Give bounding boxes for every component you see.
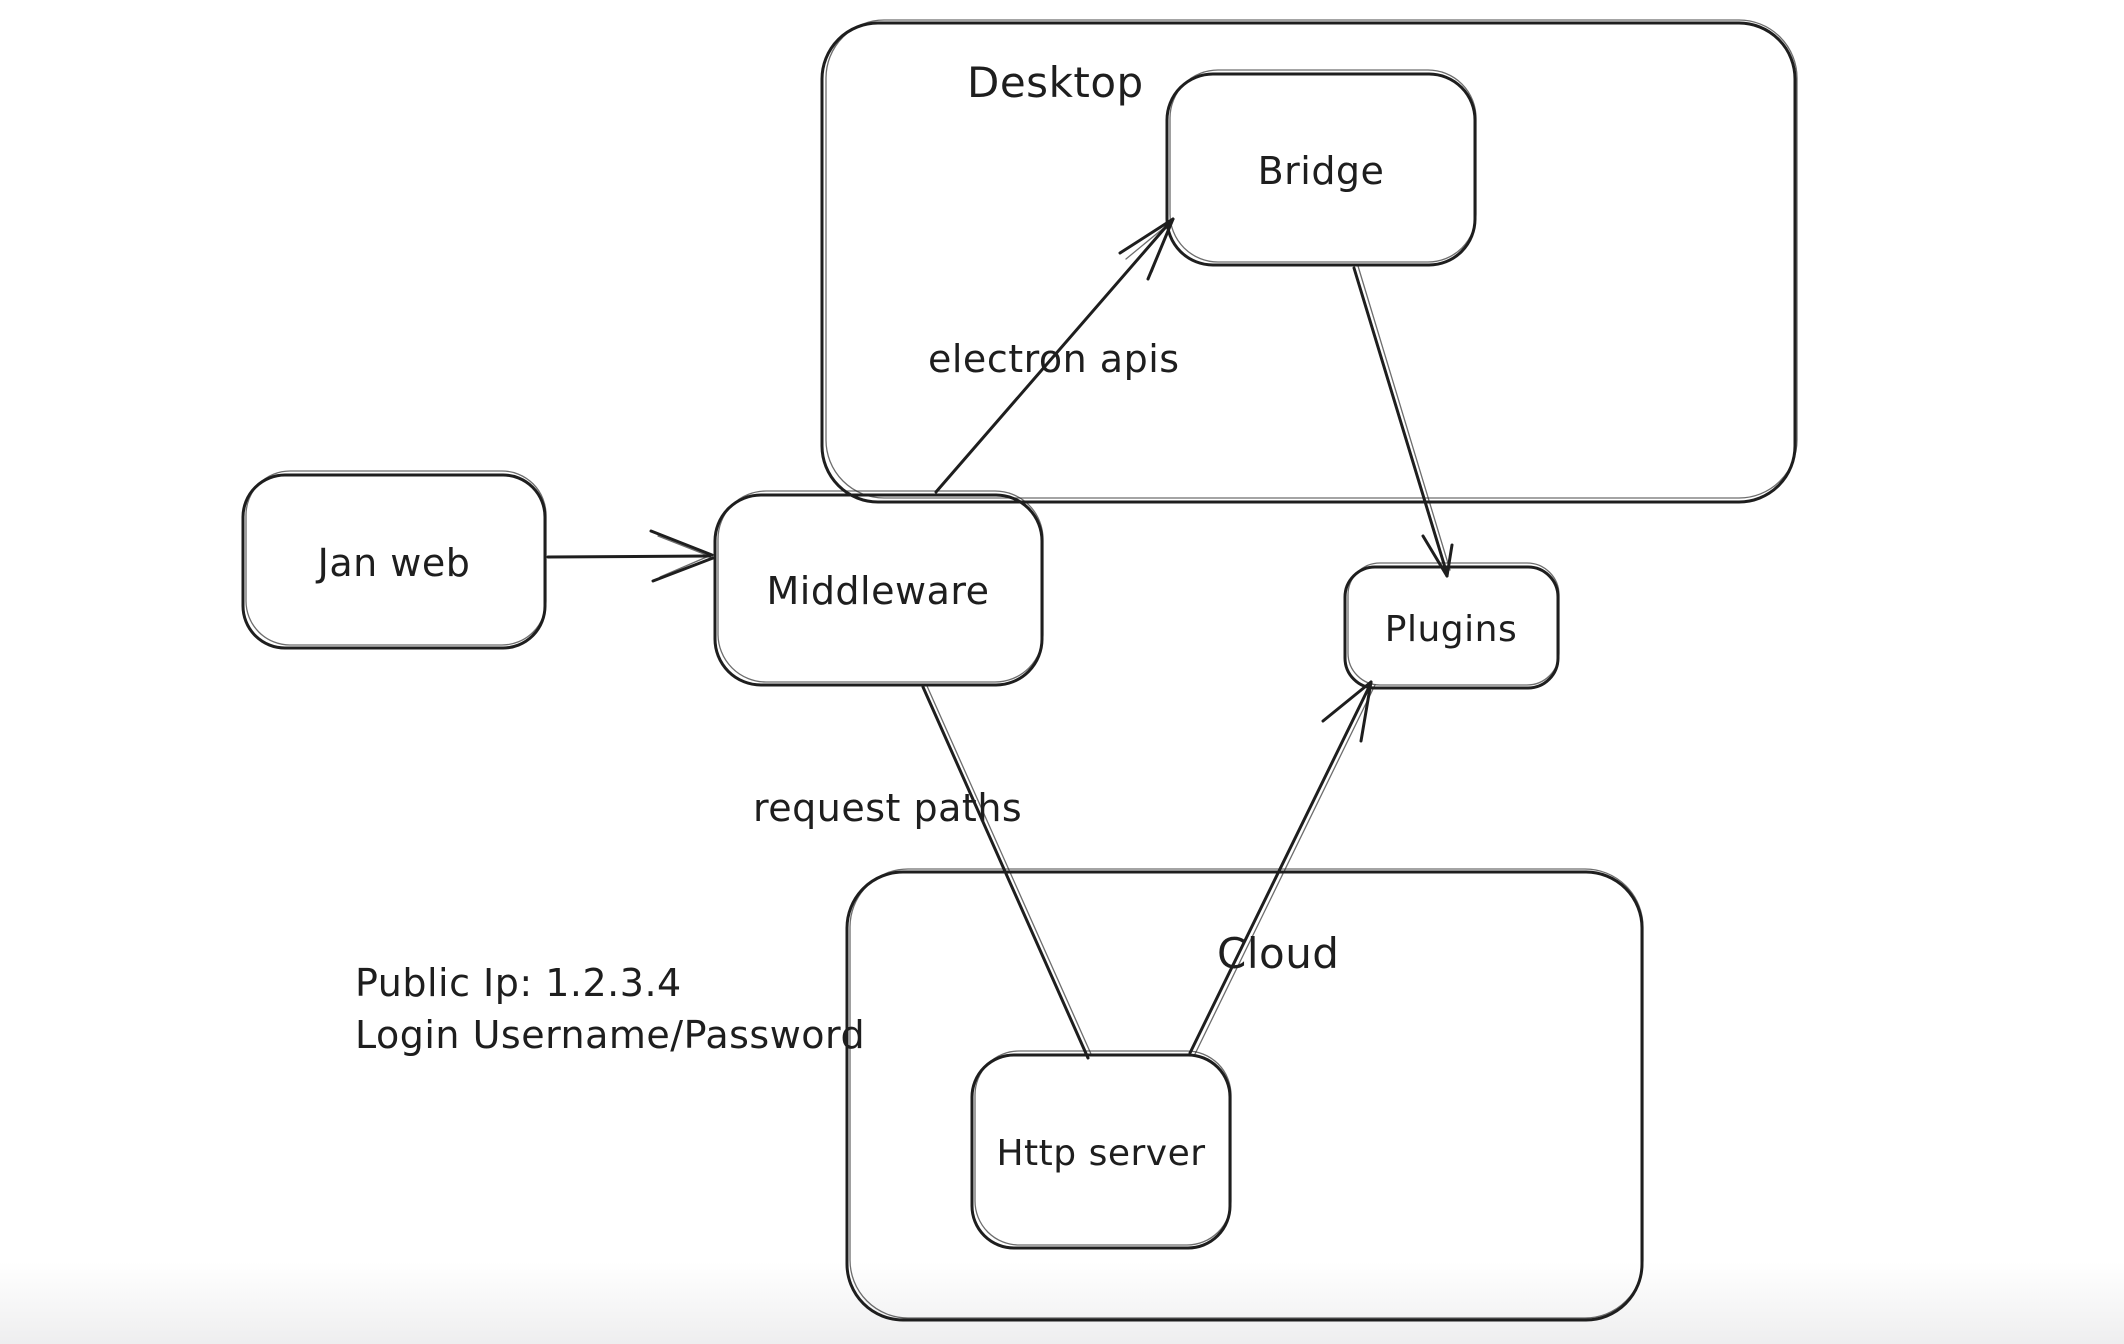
- bottom-fade-strip: [0, 1262, 2124, 1344]
- edge-label-request-paths: request paths: [753, 786, 1022, 830]
- node-bridge[interactable]: [1165, 69, 1477, 267]
- node-http-server[interactable]: [970, 1050, 1232, 1250]
- desktop-container-label: Desktop: [967, 58, 1144, 107]
- node-jan-web[interactable]: [241, 470, 547, 650]
- cloud-container-label: Cloud: [1217, 929, 1339, 978]
- edge-label-electron-apis: electron apis: [928, 337, 1180, 381]
- middleware-label: Middleware: [766, 569, 989, 613]
- http-server-label: Http server: [996, 1133, 1205, 1174]
- plugins-label: Plugins: [1385, 609, 1517, 650]
- bridge-label: Bridge: [1258, 149, 1385, 193]
- cloud-container[interactable]: [845, 868, 1644, 1322]
- arrow-bridge-to-plugins[interactable]: [1352, 265, 1454, 578]
- node-plugins[interactable]: [1343, 562, 1560, 690]
- note-public-ip: Public Ip: 1.2.3.4: [355, 961, 682, 1005]
- node-middleware[interactable]: [713, 490, 1044, 687]
- desktop-container[interactable]: [820, 19, 1798, 504]
- arrow-httpserver-to-plugins[interactable]: [1188, 680, 1376, 1055]
- jan-web-label: Jan web: [316, 541, 471, 585]
- line-middleware-to-httpserver[interactable]: [921, 685, 1092, 1060]
- arrow-janweb-to-middleware[interactable]: [546, 529, 715, 583]
- note-login-credentials: Login Username/Password: [355, 1013, 865, 1057]
